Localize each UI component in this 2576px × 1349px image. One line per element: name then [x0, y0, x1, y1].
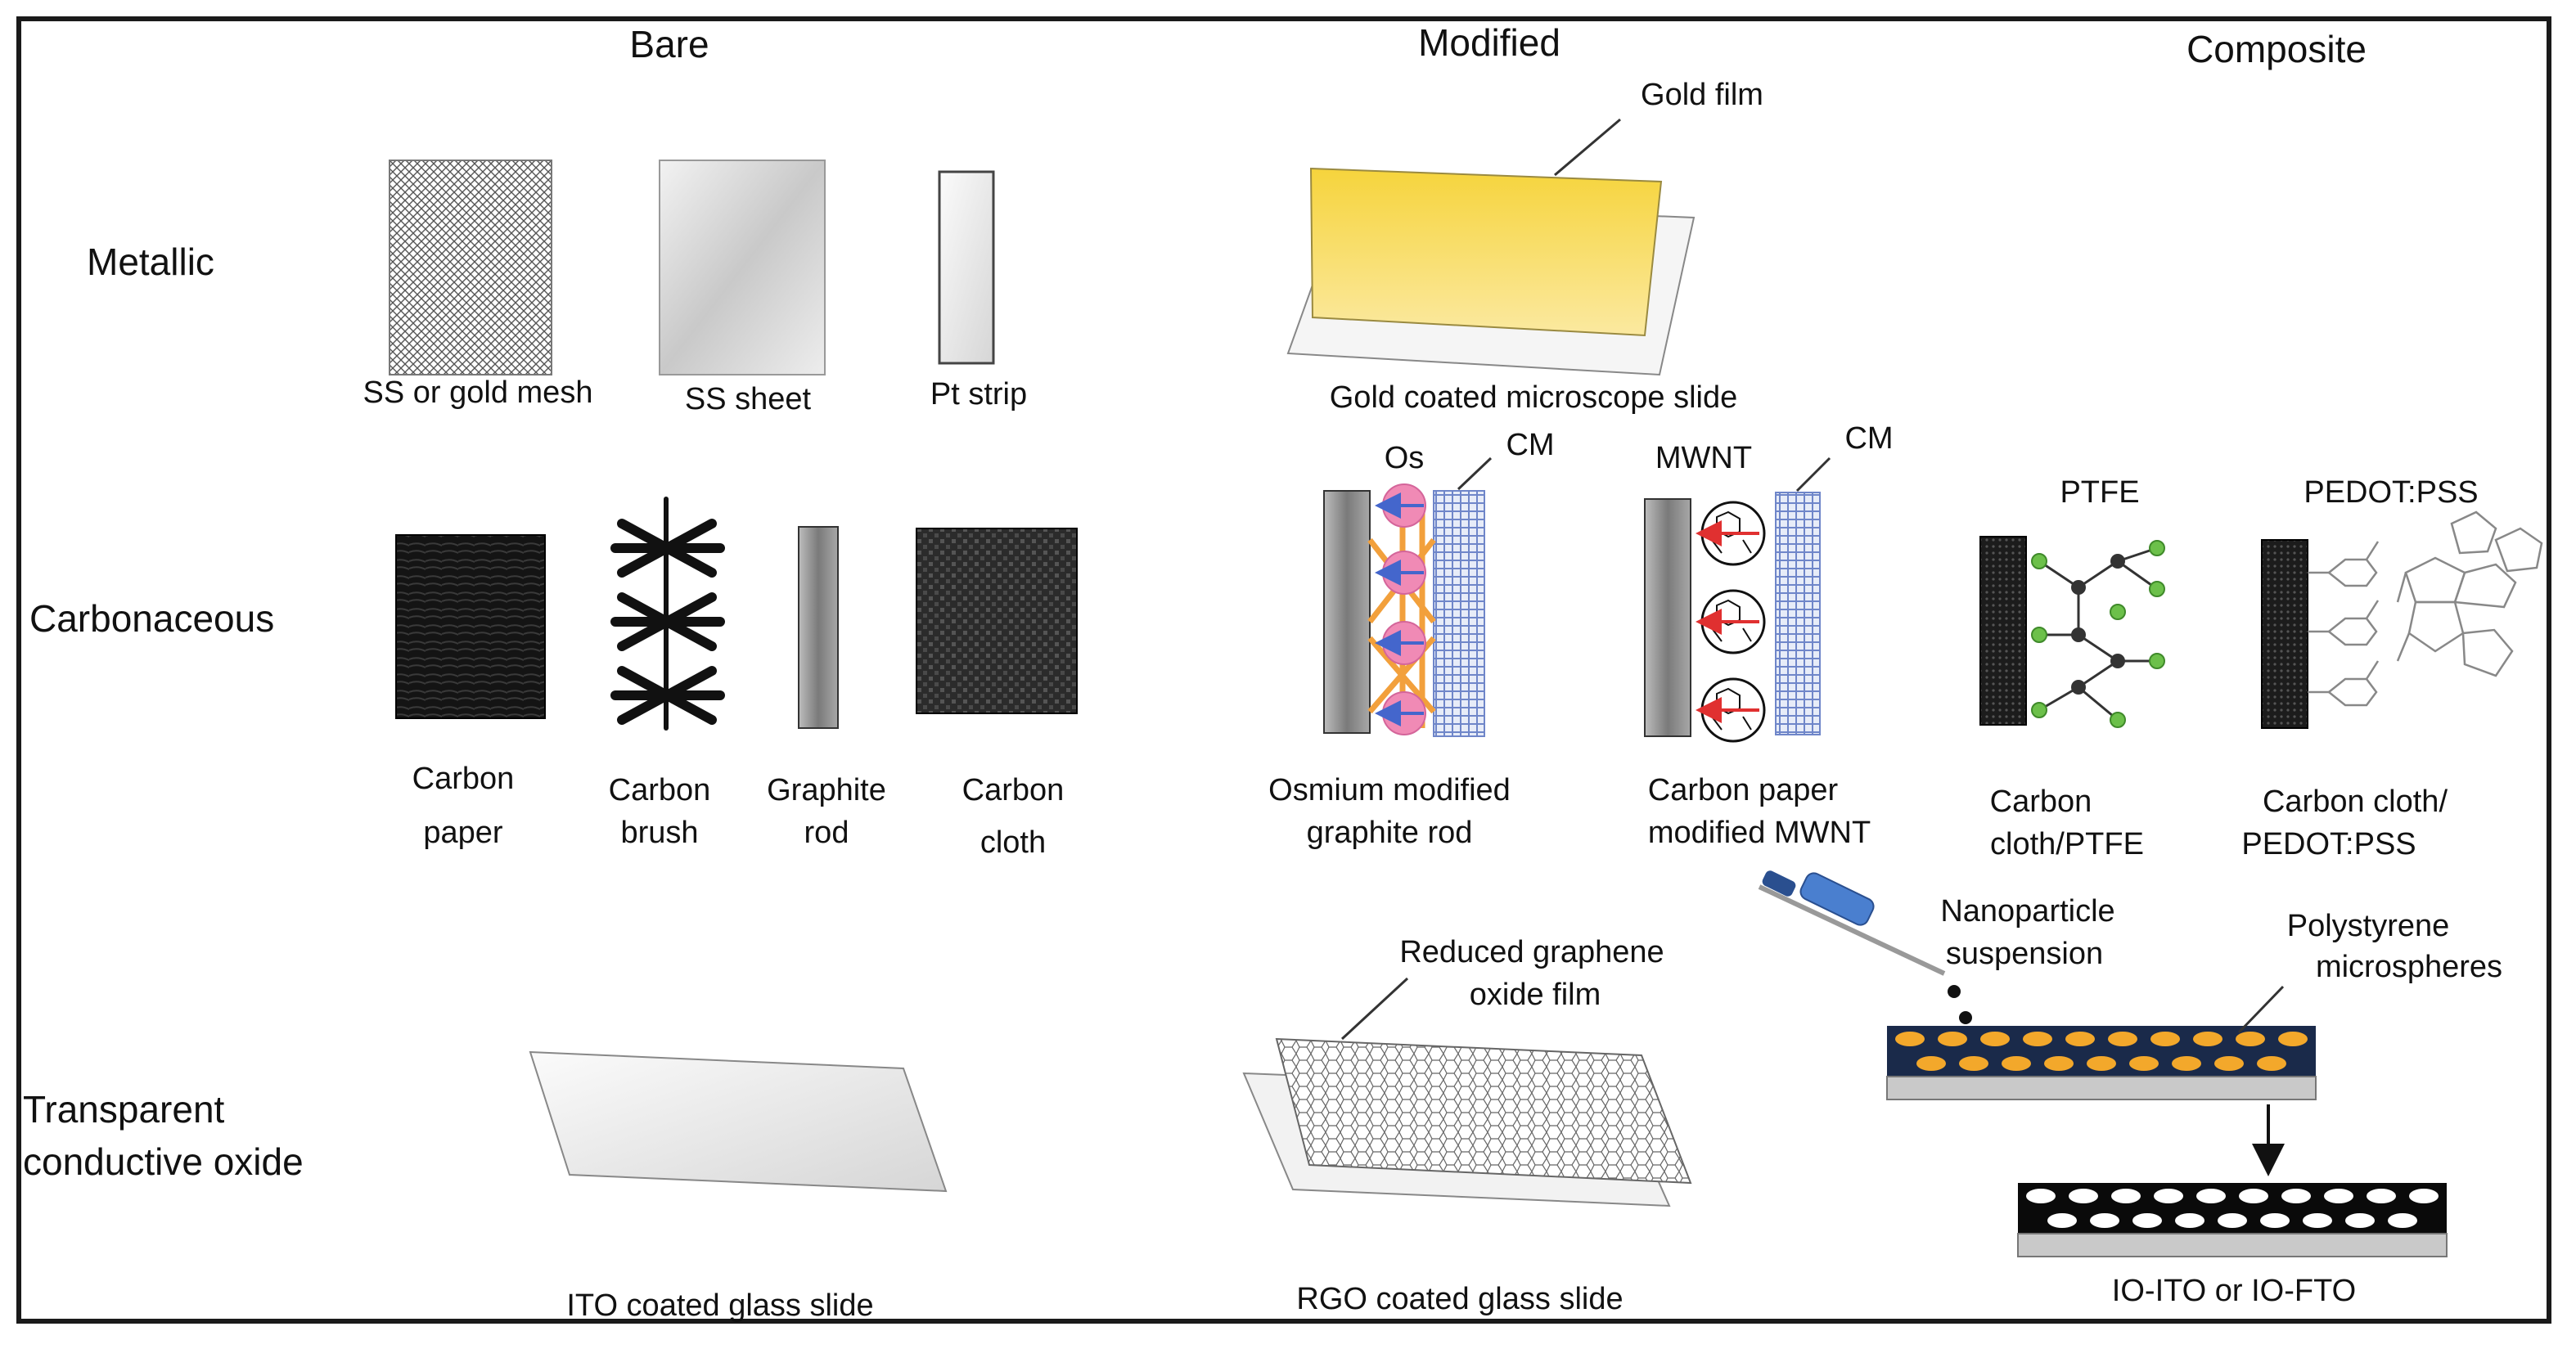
graphite-rod: [798, 526, 839, 729]
caption-rgo: RGO coated glass slide: [1296, 1282, 1623, 1316]
label-ps-2: microspheres: [2316, 950, 2502, 984]
caption-mwnt-1: Carbon paper: [1648, 773, 1839, 807]
microsphere-substrate: [1886, 985, 2317, 1100]
caption-carbon-paper-2: paper: [423, 816, 503, 850]
column-header-composite: Composite: [2186, 28, 2367, 70]
caption-os-rod-1: Osmium modified: [1268, 773, 1511, 807]
caption-graphite-rod-2: rod: [804, 816, 849, 850]
caption-carbon-paper-1: Carbon: [412, 762, 515, 796]
ss-sheet: [659, 160, 826, 375]
column-header-modified: Modified: [1418, 21, 1560, 64]
caption-os-rod-2: graphite rod: [1307, 816, 1473, 850]
figure-border: [16, 16, 2551, 1324]
label-os: Os: [1385, 441, 1425, 475]
column-header-bare: Bare: [629, 23, 709, 65]
row-header-carbonaceous: Carbonaceous: [29, 597, 274, 640]
pt-strip: [938, 170, 995, 365]
row-header-metallic: Metallic: [87, 241, 214, 283]
caption-gold-slide: Gold coated microscope slide: [1330, 380, 1737, 415]
carbon-brush: [610, 497, 725, 731]
caption-ptfe-1: Carbon: [1990, 785, 2092, 819]
inverse-opal-substrate: [2017, 1183, 2448, 1257]
label-pedot: PEDOT:PSS: [2304, 475, 2478, 510]
caption-pedot-1: Carbon cloth/: [2263, 785, 2448, 819]
pipette-icon: [1758, 870, 1972, 1024]
caption-ito: ITO coated glass slide: [566, 1288, 873, 1323]
label-ptfe: PTFE: [2060, 475, 2139, 510]
row-header-tco-line1: Transparent: [23, 1088, 225, 1131]
caption-strip: Pt strip: [930, 377, 1027, 411]
label-np-1: Nanoparticle: [1940, 894, 2114, 929]
caption-mesh: SS or gold mesh: [363, 375, 593, 410]
caption-carbon-cloth-1: Carbon: [962, 773, 1065, 807]
carbon-paper: [395, 534, 546, 719]
label-ps-1: Polystyrene: [2287, 909, 2450, 943]
gold-coated-slide: [1286, 118, 1696, 376]
label-rgo-film-1: Reduced graphene: [1399, 935, 1664, 969]
caption-pedot-2: PEDOT:PSS: [2241, 827, 2416, 861]
caption-carbon-brush-2: brush: [620, 816, 698, 850]
carbon-cloth-pedot: [2261, 510, 2543, 729]
caption-mwnt-2: modified MWNT: [1648, 816, 1871, 850]
caption-carbon-brush-1: Carbon: [609, 773, 711, 807]
label-cm-2: CM: [1844, 421, 1893, 456]
carbon-cloth-ptfe: [1979, 536, 2165, 728]
ss-gold-mesh: [389, 160, 552, 375]
rgo-glass-slide: [1242, 977, 1692, 1207]
mwnt-modified-paper: [1644, 456, 1831, 743]
caption-sheet: SS sheet: [685, 382, 812, 416]
osmium-modified-rod: [1323, 456, 1493, 737]
carbon-cloth: [916, 528, 1078, 714]
label-np-2: suspension: [1946, 937, 2103, 971]
label-cm-1: CM: [1506, 428, 1554, 462]
caption-ptfe-2: cloth/PTFE: [1990, 827, 2144, 861]
label-gold-film: Gold film: [1641, 78, 1763, 112]
caption-io: IO-ITO or IO-FTO: [2112, 1274, 2356, 1308]
label-rgo-film-2: oxide film: [1470, 978, 1601, 1012]
row-header-tco-line2: conductive oxide: [23, 1140, 304, 1183]
label-mwnt: MWNT: [1655, 441, 1752, 475]
caption-carbon-cloth-2: cloth: [980, 825, 1046, 860]
caption-graphite-rod-1: Graphite: [767, 773, 886, 807]
ito-glass-slide: [529, 1050, 948, 1193]
